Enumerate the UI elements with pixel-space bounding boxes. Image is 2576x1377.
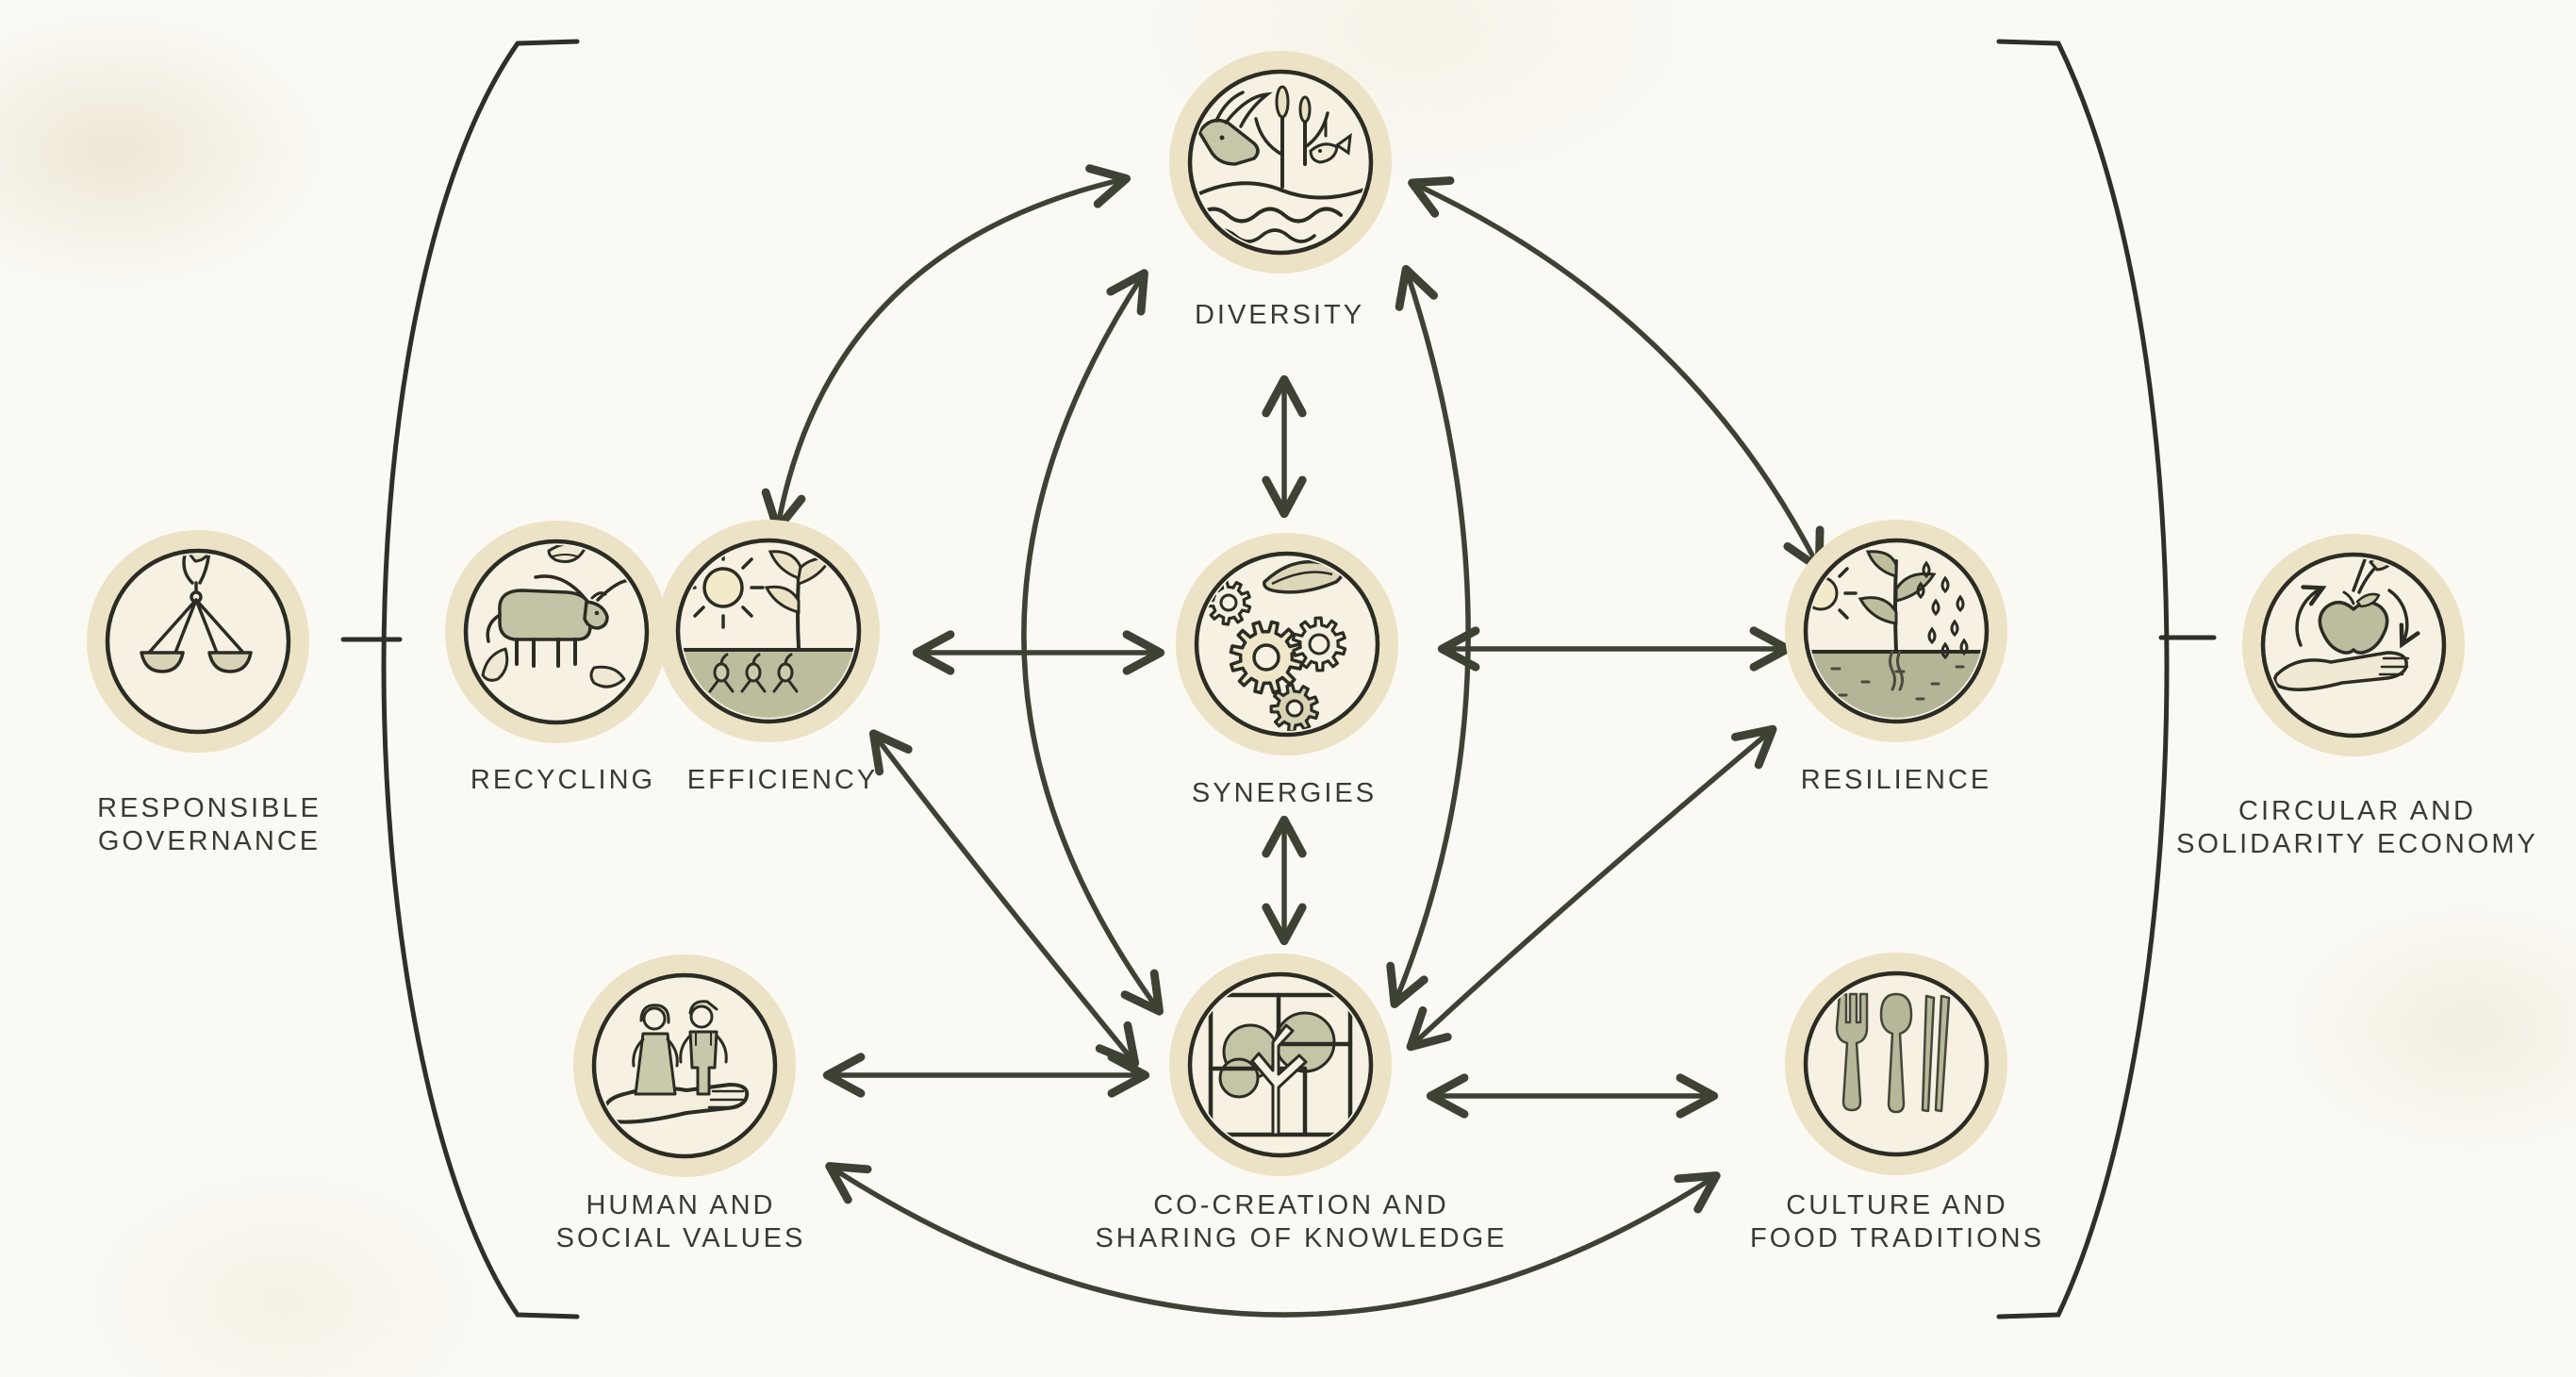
node-synergies bbox=[1176, 533, 1398, 755]
label-efficiency: EFFICIENCY bbox=[686, 765, 879, 795]
label-human: HUMAN AND SOCIAL VALUES bbox=[555, 1190, 806, 1253]
arrow-cocreation-efficiency bbox=[868, 729, 1140, 1068]
people-on-hand-icon bbox=[603, 1000, 750, 1124]
sun-plant-seeds-icon bbox=[682, 546, 855, 718]
node-circular bbox=[2242, 534, 2465, 756]
node-diversity bbox=[1169, 51, 1392, 274]
node-recycling bbox=[445, 521, 668, 743]
arrow-human-culture-bottom bbox=[825, 1162, 1721, 1318]
label-governance: RESPONSIBLE GOVERNANCE bbox=[97, 793, 322, 856]
node-human bbox=[573, 954, 796, 1177]
arrow-efficiency-diversity bbox=[761, 164, 1131, 534]
node-culture bbox=[1785, 953, 2007, 1175]
label-recycling: RECYCLING bbox=[470, 765, 656, 795]
fork-spoon-chopsticks-icon bbox=[1835, 992, 1951, 1114]
arrow-diversity-resilience bbox=[1408, 176, 1825, 572]
cow-leaves-icon bbox=[481, 545, 639, 688]
label-synergies: SYNERGIES bbox=[1191, 778, 1378, 808]
label-resilience: RESILIENCE bbox=[1800, 765, 1992, 795]
balance-scales-icon bbox=[140, 555, 253, 673]
label-cocreation: CO-CREATION AND SHARING OF KNOWLEDGE bbox=[1095, 1190, 1508, 1253]
label-diversity: DIVERSITY bbox=[1194, 300, 1365, 330]
label-culture: CULTURE AND FOOD TRADITIONS bbox=[1750, 1190, 2044, 1253]
grazing-goat-plant-fish-icon bbox=[1194, 85, 1367, 243]
gears-icon bbox=[1205, 559, 1347, 731]
arrow-diversity-cocreation-right bbox=[1386, 264, 1471, 1008]
bracket-left bbox=[381, 39, 580, 1319]
arrow-diversity-cocreation-left bbox=[1021, 269, 1164, 1016]
arrow-cocreation-resilience bbox=[1406, 724, 1777, 1052]
node-efficiency bbox=[657, 520, 880, 742]
node-cocreation bbox=[1169, 954, 1392, 1176]
node-resilience bbox=[1785, 520, 2007, 742]
bracket-right bbox=[1996, 39, 2170, 1319]
tree-window-icon bbox=[1208, 992, 1353, 1137]
node-governance bbox=[87, 530, 309, 753]
label-circular: CIRCULAR AND SOLIDARITY ECONOMY bbox=[2176, 796, 2538, 859]
